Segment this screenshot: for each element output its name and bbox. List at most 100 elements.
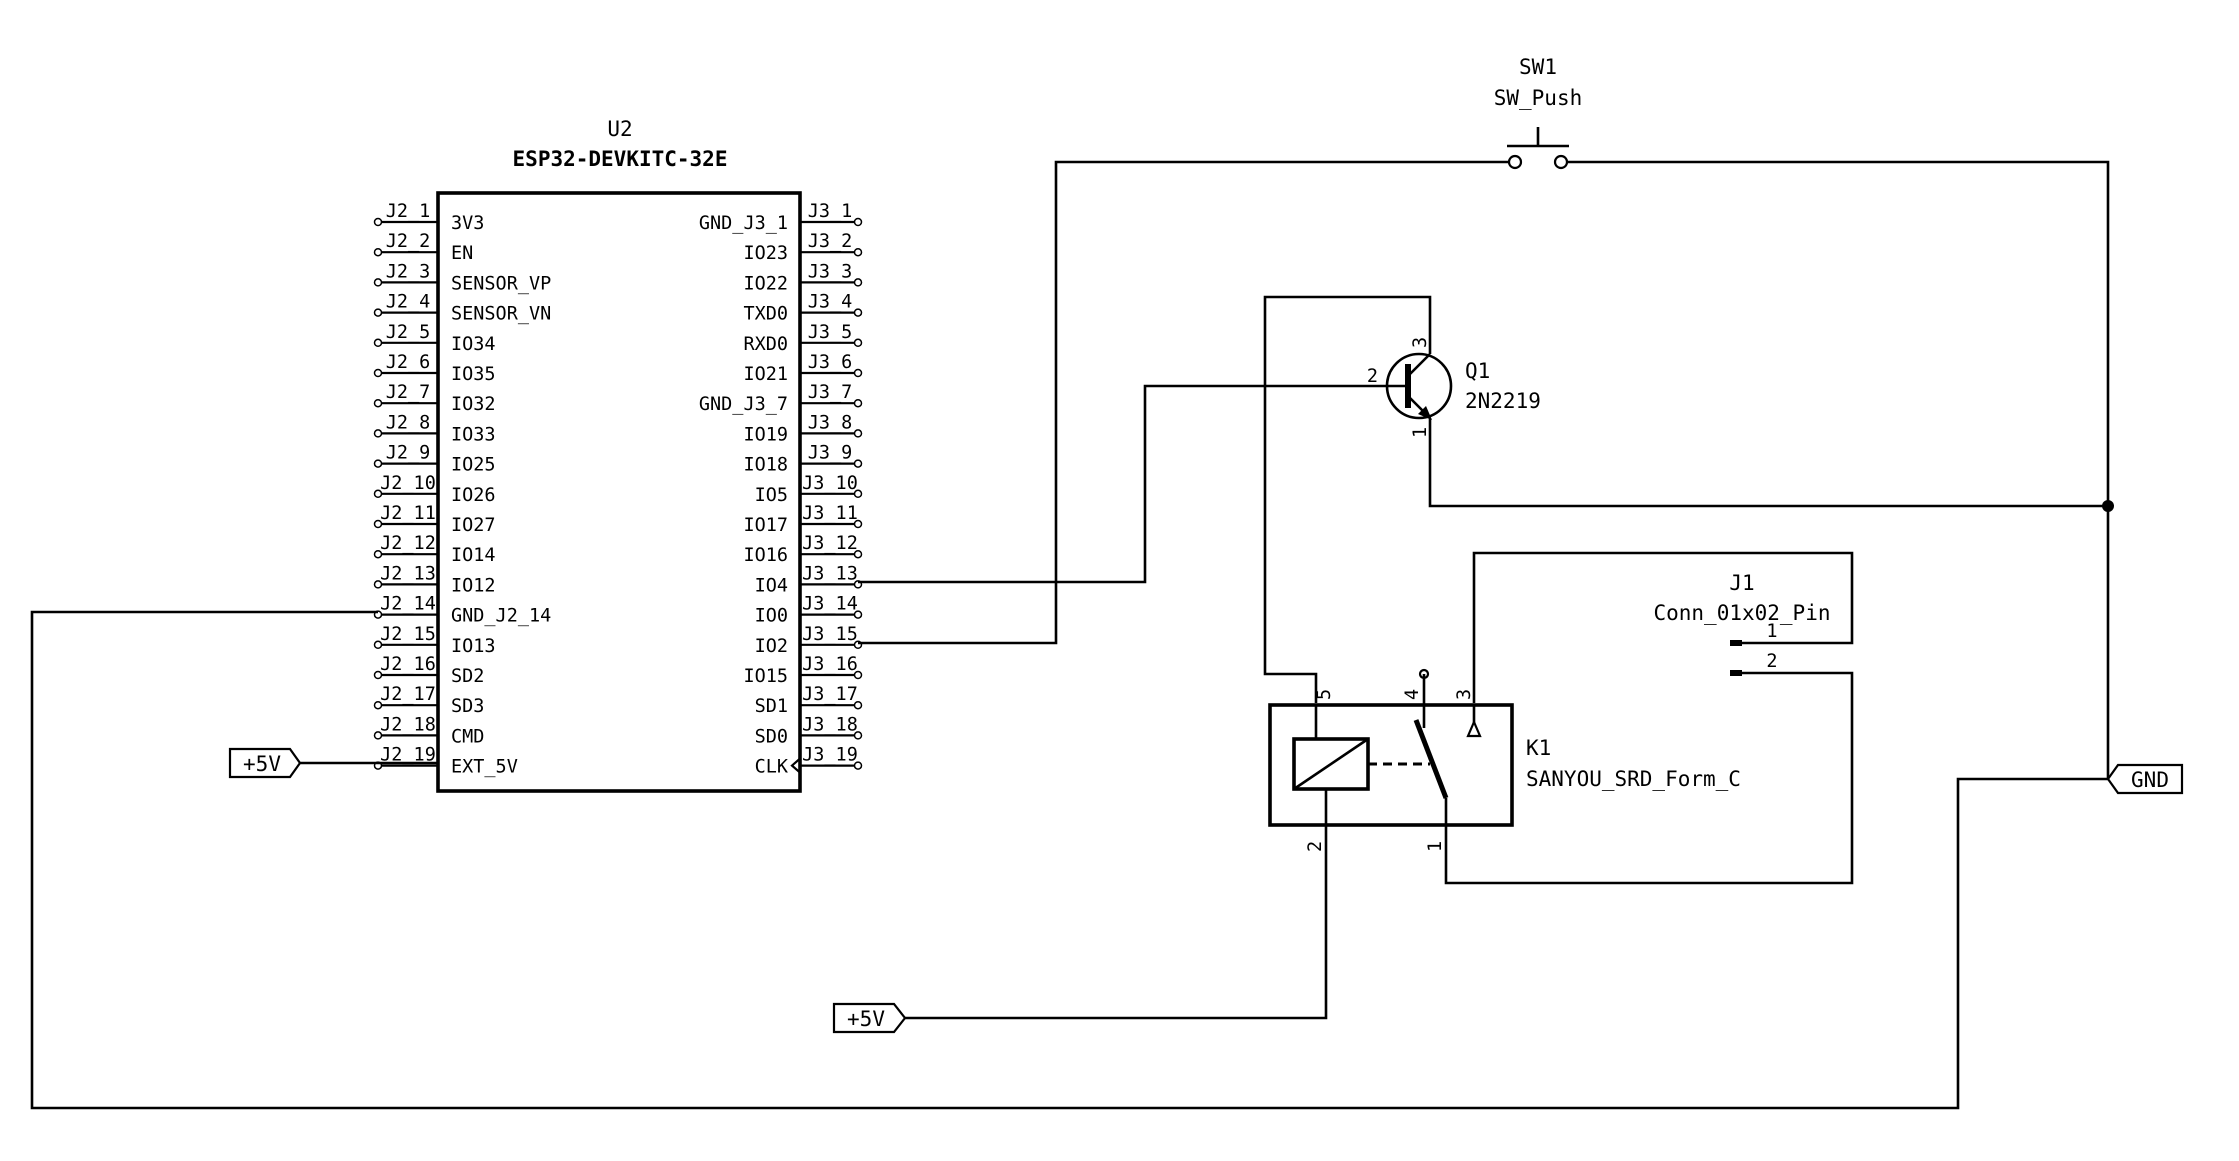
u2-pin-end [373, 700, 383, 710]
u2-pin-name: SD3 [451, 696, 484, 717]
k1-pin-coil-a: 5 [1314, 689, 1335, 700]
u2-pin-name: SENSOR_VP [451, 273, 551, 294]
u2-pin-net-label: J3_7 [808, 382, 853, 403]
u2-pin-name: EXT_5V [451, 757, 518, 778]
u2-pin-name: IO19 [743, 424, 788, 445]
k1-pin-com: 1 [1425, 841, 1446, 852]
j1-pin1-stub [1730, 640, 1742, 646]
u2-pin-net-label: J3_13 [802, 563, 858, 584]
k1-relay[interactable]: 5 4 3 2 1 K1 SANYOU_SRD_Form_C [1268, 668, 1741, 852]
u2-esp32-module[interactable]: U2 ESP32-DEVKITC-32E J2_13V3J2_2ENJ2_3SE… [373, 117, 863, 793]
u2-pin-name: IO5 [755, 485, 788, 506]
u2-pin-net-label: J3_14 [802, 594, 858, 615]
u2-pin-name: IO22 [743, 273, 788, 294]
sw1-ref: SW1 [1519, 55, 1557, 79]
u2-pin-name: SD1 [755, 696, 788, 717]
power-label-5v-a[interactable]: +5V [228, 747, 302, 779]
label-5v-b-outline [832, 1002, 907, 1034]
u2-pin-end [853, 459, 863, 468]
u2-pin-end [373, 429, 383, 438]
u2-pin-name: CLK [755, 757, 789, 778]
u2-pin-j2_2[interactable]: J2_2EN [373, 231, 474, 264]
u2-pin-net-label: J2_19 [380, 745, 436, 766]
u2-pin-net-label: J2_7 [386, 382, 431, 403]
wires [30, 160, 2114, 1110]
u2-pin-name: IO34 [451, 334, 496, 355]
u2-pin-net-label: J3_10 [802, 473, 858, 494]
u2-pin-name: IO25 [451, 455, 496, 476]
u2-pin-end [373, 338, 383, 348]
u2-pin-name: EN [451, 243, 473, 264]
net-label-gnd[interactable]: GND [2106, 763, 2184, 795]
u2-pin-net-label: J3_11 [802, 503, 858, 524]
wire-io2-sw1 [858, 160, 1510, 645]
u2-pin-net-label: J3_1 [808, 201, 853, 222]
u2-pin-name: IO32 [451, 394, 496, 415]
u2-pin-end [853, 398, 863, 408]
u2-pin-end [373, 247, 383, 257]
wire-io4-base [858, 384, 1386, 584]
sw1-value: SW_Push [1494, 86, 1583, 110]
u2-pin-net-label: J3_8 [808, 412, 853, 433]
u2-pin-end [373, 489, 383, 499]
u2-pin-end [373, 731, 383, 740]
u2-pin-end [373, 519, 383, 529]
u2-pin-end [373, 308, 383, 317]
j1-connector[interactable]: J1 Conn_01x02_Pin 1 2 [1653, 571, 1831, 676]
u2-pin-end [373, 640, 383, 650]
u2-pin-end [853, 368, 863, 378]
label-gnd-outline [2106, 763, 2184, 795]
q1-npn-transistor[interactable]: 2 3 1 Q1 2N2219 [1367, 337, 1541, 438]
j1-pin2-num: 2 [1766, 651, 1777, 672]
k1-nc-pin-dot [1418, 668, 1430, 680]
j1-ref: J1 [1729, 571, 1754, 595]
power-label-5v-b[interactable]: +5V [832, 1002, 907, 1034]
sw1-push-switch[interactable]: SW1 SW_Push [1494, 55, 1583, 170]
u2-pin-name: IO21 [743, 364, 788, 385]
sw1-contact-left [1507, 154, 1523, 170]
u2-pin-end [853, 217, 863, 227]
k1-coil-diagonal [1293, 737, 1369, 791]
wire-coil-5v [905, 823, 1328, 1020]
u2-pin-end [373, 278, 383, 287]
u2-pin-net-label: J3_2 [808, 231, 853, 252]
label-5v-b-text: +5V [847, 1007, 885, 1031]
u2-pin-net-label: J2_6 [386, 352, 431, 373]
u2-pin-name: IO4 [755, 575, 788, 596]
